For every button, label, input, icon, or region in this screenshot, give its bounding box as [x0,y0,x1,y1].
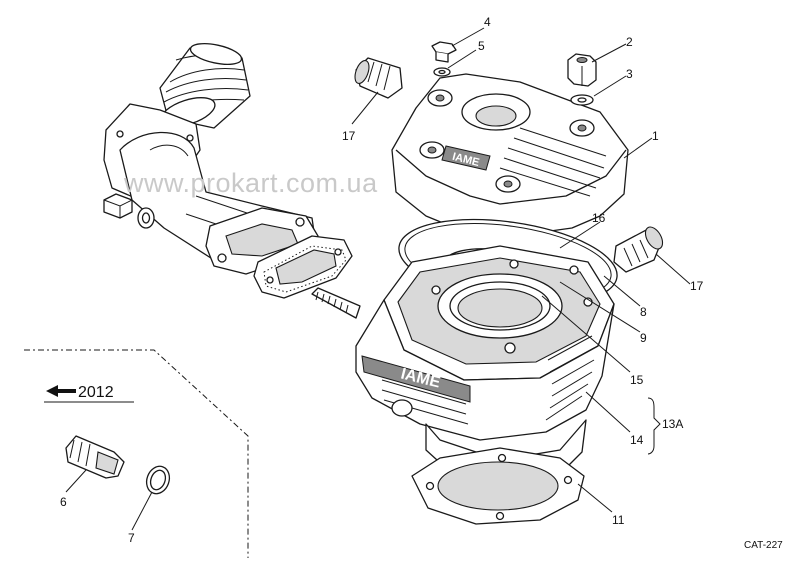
water-fitting-right [613,226,664,273]
callout-4: 4 [484,15,491,29]
callout-17-upper: 17 [342,129,356,143]
base-gasket [411,447,585,525]
stud [311,287,361,319]
callout-1: 1 [652,129,659,143]
plug-bolt [431,41,457,63]
hex-nut [567,53,597,87]
callout-2: 2 [626,35,633,49]
callout-6: 6 [60,495,67,509]
callouts: 4 5 2 3 1 17 17 16 8 9 15 14 13A 11 6 7 [60,15,704,545]
callout-5: 5 [478,39,485,53]
intake-manifold [103,43,319,275]
inset-fitting [65,435,125,479]
callout-7: 7 [128,531,135,545]
intake-gasket [253,235,353,299]
callout-11: 11 [612,513,625,527]
manifold-nut [103,193,133,219]
nut-washer [570,94,594,106]
callout-13a: 13A [662,417,683,431]
callout-17-right: 17 [690,279,704,293]
inset-panel: 2012 [24,349,249,558]
cylinder-head-cover: IAME [391,73,629,239]
inset-arrow-icon [46,385,76,397]
inset-year-label: 2012 [78,384,114,401]
callout-3: 3 [626,67,633,81]
callout-9: 9 [640,331,647,345]
callout-8: 8 [640,305,647,319]
callout-15: 15 [630,373,644,387]
water-fitting-upper [354,57,403,99]
callout-16: 16 [592,211,606,225]
bolt-washer [433,67,451,77]
cylinder: IAME [355,245,615,485]
manifold-washer [137,207,155,229]
leader-lines [65,27,691,531]
callout-14: 14 [630,433,644,447]
inset-o-ring [145,465,171,495]
watermark-text: www.prokart.com.ua [123,168,378,198]
catalog-reference: CAT-227 [744,540,783,551]
